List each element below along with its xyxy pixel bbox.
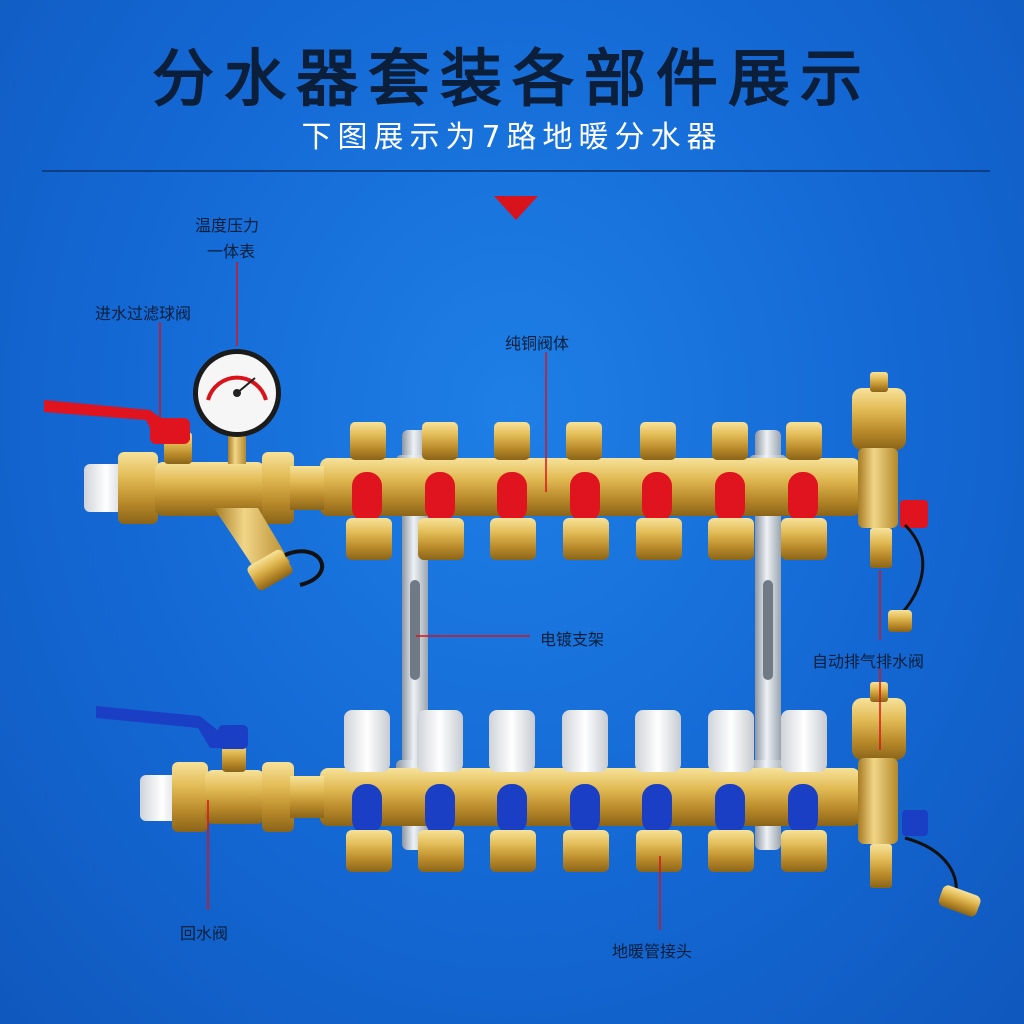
label-gauge-line2: 一体表 [207,242,256,261]
supply-pipe-connectors [346,518,827,560]
supply-manifold [44,349,928,632]
page-title: 分水器套装各部件展示 [151,42,872,115]
page-subtitle: 下图展示为7路地暖分水器 [301,120,723,155]
down-arrow-icon [494,196,538,220]
label-bracket: 电镀支架 [540,630,605,649]
supply-red-handles [352,472,818,522]
label-copper-body: 纯铜阀体 [505,334,570,353]
label-return-valve: 回水阀 [180,924,229,943]
label-pipe-connector: 地暖管接头 [612,942,693,961]
label-inlet-valve: 进水过滤球阀 [95,304,192,323]
supply-top-caps [350,422,822,460]
label-vent-valve: 自动排气排水阀 [812,652,925,671]
return-manifold [96,682,981,917]
return-pipe-connectors [346,830,827,872]
leader-lines [159,262,881,930]
header-divider [42,170,990,172]
return-white-caps [344,710,827,772]
return-blue-handles [352,784,818,834]
label-gauge-line1: 温度压力 [195,216,260,235]
